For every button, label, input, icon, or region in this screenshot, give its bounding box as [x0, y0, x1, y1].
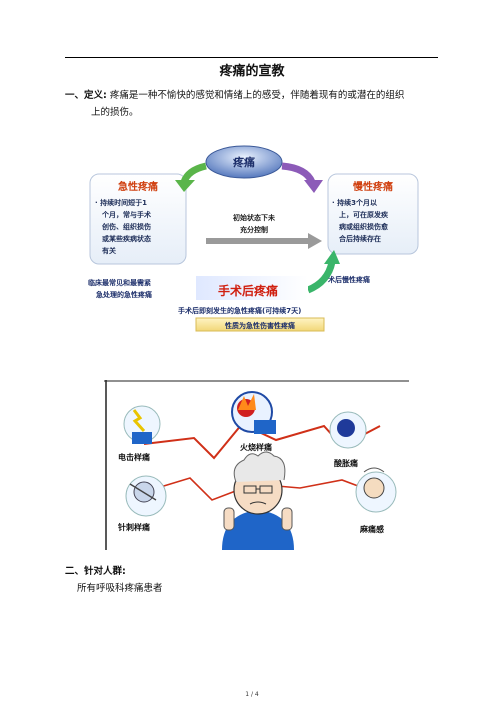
ache-label: 酸胀痛 — [334, 458, 358, 468]
section-definition: 一、定义: 疼痛是一种不愉快的感觉和情绪上的感受，伴随着现有的或潜在的组织 — [65, 88, 443, 103]
section-definition-label: 一、定义: — [65, 90, 107, 101]
postop-sub-label: 手术后即刻发生的急性疼痛(可持续7天) — [178, 306, 301, 315]
arrow-to-chronic — [281, 162, 316, 184]
patient-figure — [222, 451, 294, 550]
header-rule — [65, 57, 438, 58]
acute-pain-title: 急性疼痛 — [118, 180, 158, 193]
acute-pain-line: 或某些疾病状态 — [102, 234, 151, 243]
left-note: 急处理的急性疼痛 — [96, 290, 152, 299]
left-note: 临床最常见和最需紧 — [88, 278, 151, 287]
chronic-pain-line: 合后持续存在 — [338, 234, 381, 243]
chronic-pain-line: 上，可在原发疾 — [339, 210, 388, 219]
burn-label: 火烧样痛 — [240, 442, 272, 452]
pain-types-illustration: 火烧样痛 电击样痛 酸胀痛 针刺样痛 麻痛感 — [104, 380, 409, 550]
arrow-up-to-chronic — [306, 261, 336, 294]
chronic-pain-line: · 持续3个月以 — [332, 198, 377, 207]
section-target-label: 二、针对人群: — [65, 566, 126, 577]
arrow-to-acute-head — [175, 180, 195, 192]
section-definition-text-cont: 上的损伤。 — [91, 107, 139, 118]
chronic-pain-title: 慢性疼痛 — [353, 180, 393, 193]
acute-pain-line: 个月，常与手术 — [101, 210, 151, 219]
right-note: 术后慢性疼痛 — [327, 275, 370, 284]
arrow-to-chronic-head — [304, 180, 323, 193]
postop-label: 手术后疼痛 — [218, 283, 278, 298]
page-number: 1 / 4 — [245, 691, 259, 698]
acute-pain-line: 创伤、组织损伤 — [101, 222, 151, 231]
pain-oval-label: 疼痛 — [233, 155, 255, 169]
page-title: 疼痛的宣教 — [219, 64, 285, 79]
acute-pain-line: · 持续时间短于1 — [95, 198, 147, 207]
middle-label: 充分控制 — [240, 225, 268, 234]
electric-label: 电击样痛 — [118, 452, 150, 462]
arrow-up-to-chronic-head — [324, 250, 340, 264]
progression-arrow-shaft — [206, 238, 308, 244]
section-definition-text: 疼痛是一种不愉快的感觉和情绪上的感受，伴随着现有的或潜在的组织 — [109, 90, 405, 101]
postop-banner — [196, 276, 308, 300]
pain-classification-diagram: 急性疼痛 · 持续时间短于1 个月，常与手术 创伤、组织损伤 或某些疾病状态 有… — [88, 145, 419, 332]
middle-label: 初始状态下未 — [233, 213, 276, 222]
chronic-pain-line: 病或组织损伤愈 — [339, 222, 389, 231]
arrow-to-acute — [180, 162, 207, 184]
numb-label: 麻痛感 — [359, 524, 384, 534]
nature-bar — [195, 317, 325, 332]
nature-label: 性质为急性伤害性疼痛 — [225, 321, 295, 330]
section-target-text: 所有呼吸科疼痛患者 — [77, 583, 163, 594]
pain-oval — [205, 145, 283, 179]
chronic-pain-box — [327, 173, 419, 255]
acute-pain-line: 有关 — [102, 246, 116, 255]
progression-arrow-head — [308, 233, 322, 249]
acute-pain-box — [89, 173, 187, 265]
needle-label: 针刺样痛 — [118, 522, 150, 532]
